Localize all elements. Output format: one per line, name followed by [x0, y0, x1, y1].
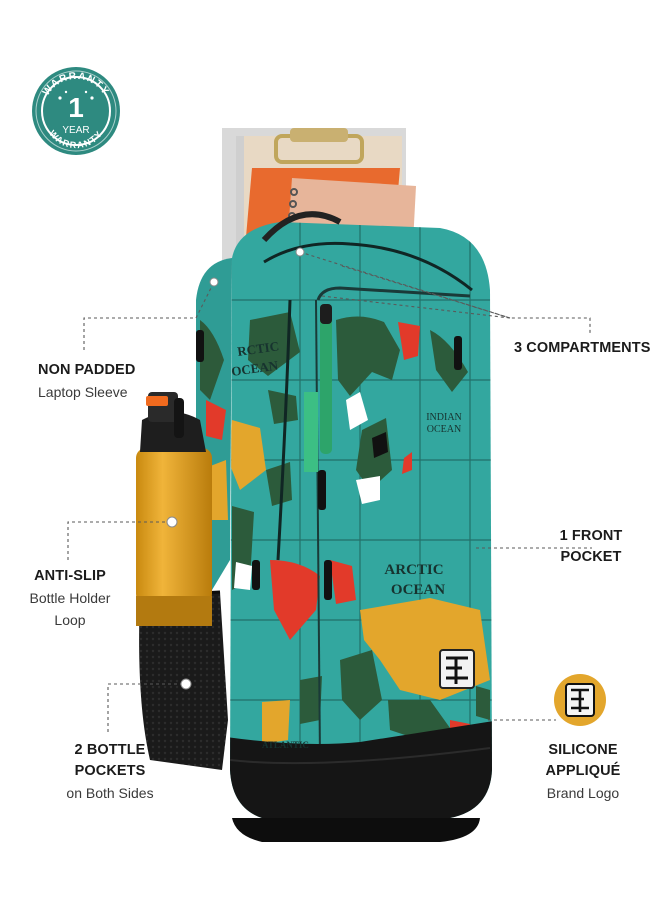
- feature-laptop-subtitle: Laptop Sleeve: [38, 384, 128, 400]
- feature-bottle-pockets-line1: 2 BOTTLE: [74, 742, 146, 758]
- feature-anti-slip-title: ANTI-SLIP: [34, 568, 106, 584]
- feature-applique-line1: SILICONE: [548, 742, 618, 758]
- feature-applique-line2: APPLIQUÉ: [545, 763, 621, 779]
- feature-bottle-pockets-line3: on Both Sides: [66, 785, 154, 801]
- feature-compartments: 3 COMPARTMENTS: [514, 338, 650, 359]
- feature-applique-line3: Brand Logo: [546, 785, 620, 801]
- print-arctic-2: OCEAN: [391, 582, 445, 598]
- print-side-arctic: RCTIC: [236, 338, 280, 359]
- feature-bottle-pockets: 2 BOTTLE POCKETS on Both Sides: [58, 740, 162, 804]
- warranty-badge-text: WARRANTY WARRANTY 1 YEAR: [41, 71, 110, 150]
- feature-anti-slip-line3: Loop: [54, 612, 86, 628]
- feature-front-pocket-line2: POCKET: [560, 549, 622, 565]
- feature-applique: SILICONE APPLIQUÉ Brand Logo: [538, 740, 628, 804]
- feature-bottle-pockets-line2: POCKETS: [74, 763, 146, 779]
- pen-illustration: [304, 304, 332, 472]
- warranty-badge: [32, 67, 120, 155]
- print-indian-1: INDIAN: [426, 412, 462, 423]
- feature-front-pocket: 1 FRONT POCKET: [554, 526, 628, 568]
- brand-logo-patch: [439, 649, 475, 689]
- feature-anti-slip-line2: Bottle Holder: [29, 590, 111, 606]
- print-indian-2: OCEAN: [427, 424, 461, 435]
- feature-anti-slip: ANTI-SLIP Bottle Holder Loop: [18, 566, 122, 631]
- print-arctic-1: ARCTIC: [384, 562, 443, 578]
- print-atlantic: ATLANTIC: [262, 740, 309, 750]
- feature-laptop-title: NON PADDED: [38, 362, 136, 378]
- print-side-ocean: OCEAN: [230, 357, 279, 378]
- feature-front-pocket-line1: 1 FRONT: [559, 528, 623, 544]
- water-bottle-illustration: [136, 392, 212, 626]
- badge-number: 1: [68, 92, 84, 123]
- feature-compartments-title: 3 COMPARTMENTS: [514, 340, 651, 356]
- applique-logo-swatch: [554, 674, 606, 726]
- feature-laptop-sleeve: NON PADDED Laptop Sleeve: [38, 360, 135, 403]
- badge-unit: YEAR: [62, 125, 89, 136]
